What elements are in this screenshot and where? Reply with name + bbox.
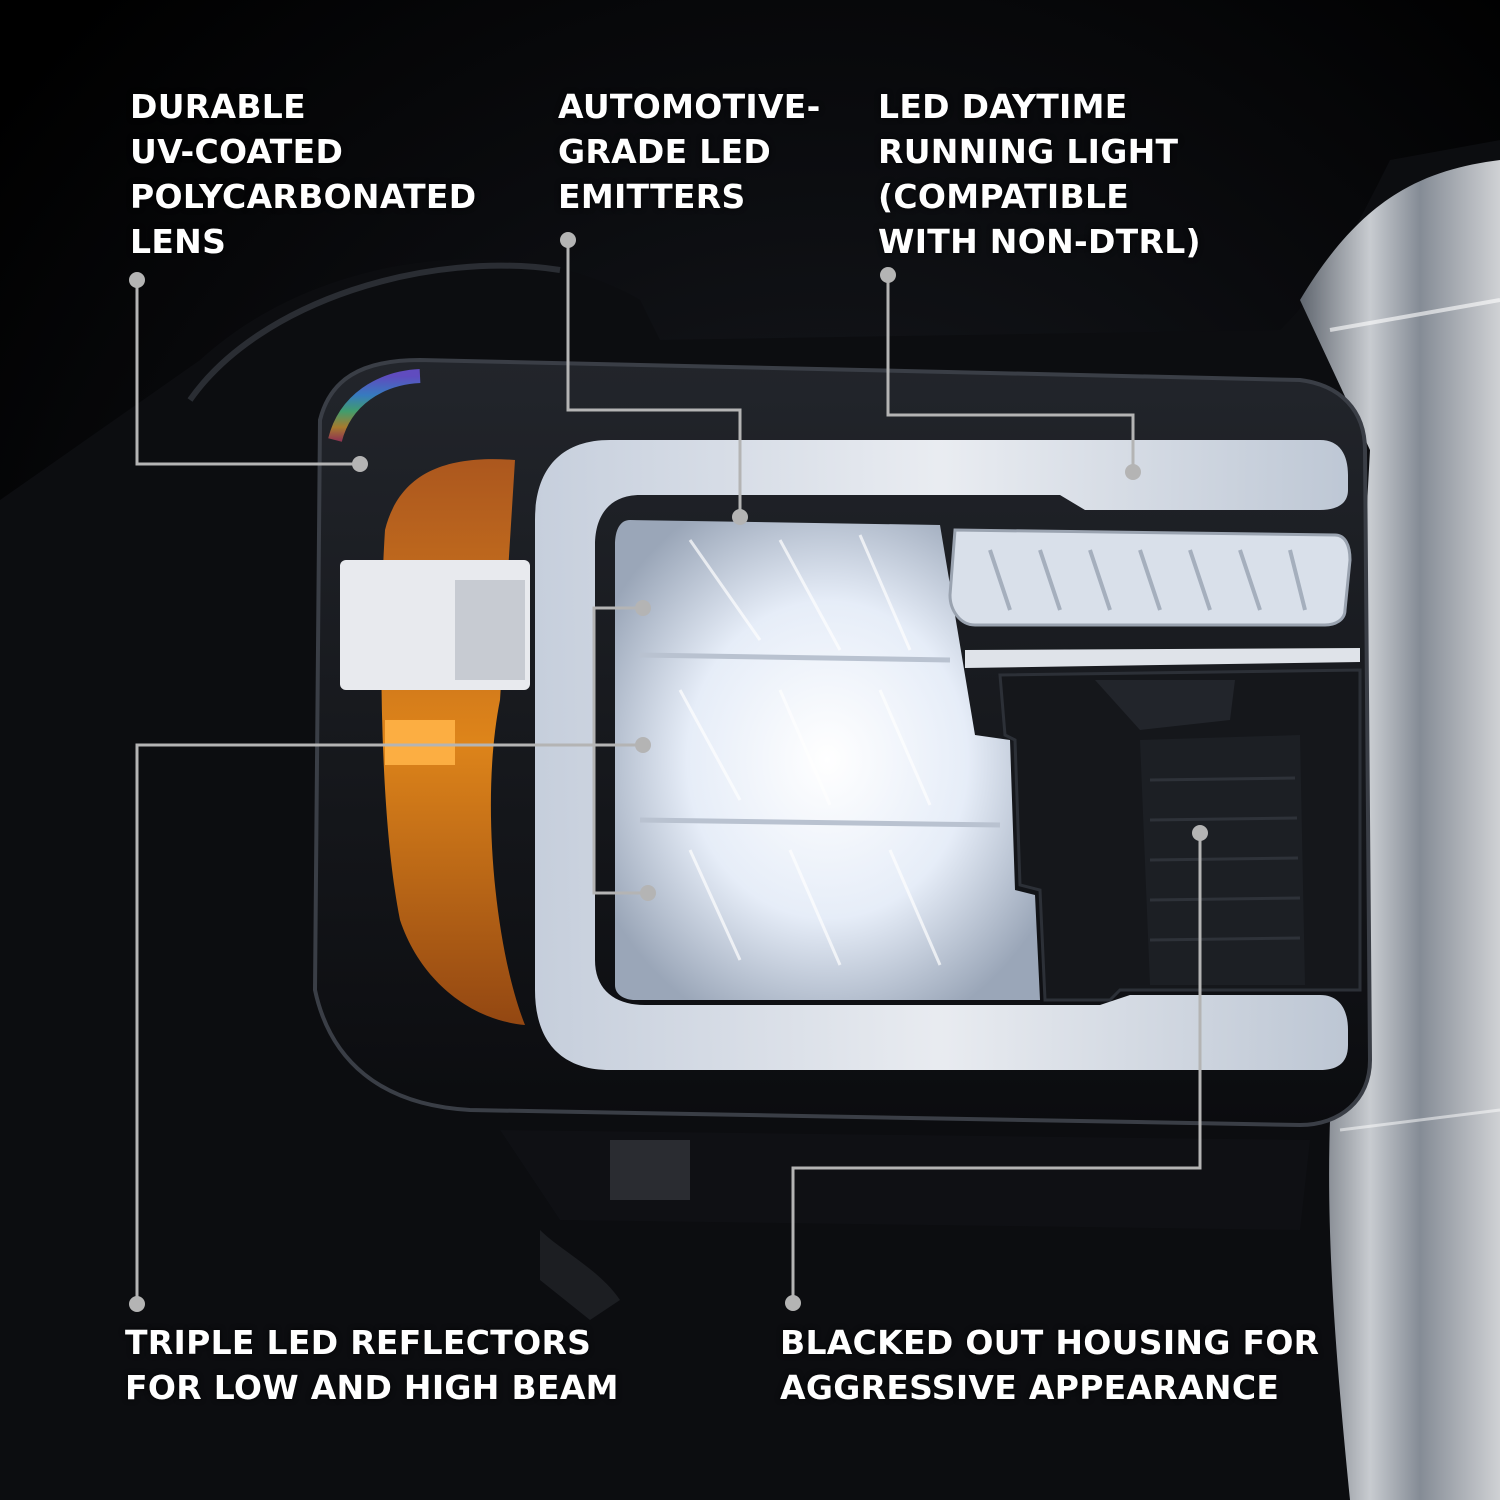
callout-lens-line: LENS	[130, 222, 227, 261]
callout-housing-line: AGGRESSIVE APPEARANCE	[780, 1368, 1280, 1407]
callout-housing-line: BLACKED OUT HOUSING FOR	[780, 1323, 1320, 1362]
callout-emitters-line: GRADE LED	[558, 132, 772, 171]
callout-emitters-line: AUTOMOTIVE-	[558, 87, 821, 126]
callout-drl: LED DAYTIME RUNNING LIGHT (COMPATIBLE WI…	[878, 84, 1201, 264]
callout-lens-line: DURABLE	[130, 87, 306, 126]
callout-reflectors: TRIPLE LED REFLECTORS FOR LOW AND HIGH B…	[125, 1320, 619, 1410]
callout-emitters: AUTOMOTIVE- GRADE LED EMITTERS	[558, 84, 821, 219]
callout-lens: DURABLE UV-COATED POLYCARBONATED LENS	[130, 84, 476, 264]
callout-reflectors-line: TRIPLE LED REFLECTORS	[125, 1323, 592, 1362]
callout-reflectors-line: FOR LOW AND HIGH BEAM	[125, 1368, 619, 1407]
callout-drl-line: LED DAYTIME	[878, 87, 1128, 126]
callout-drl-line: (COMPATIBLE	[878, 177, 1130, 216]
callout-emitters-line: EMITTERS	[558, 177, 746, 216]
callout-drl-line: RUNNING LIGHT	[878, 132, 1179, 171]
callout-housing: BLACKED OUT HOUSING FOR AGGRESSIVE APPEA…	[780, 1320, 1319, 1410]
callout-drl-line: WITH NON-DTRL)	[878, 222, 1201, 261]
callout-lens-line: UV-COATED	[130, 132, 344, 171]
callout-lens-line: POLYCARBONATED	[130, 177, 477, 216]
